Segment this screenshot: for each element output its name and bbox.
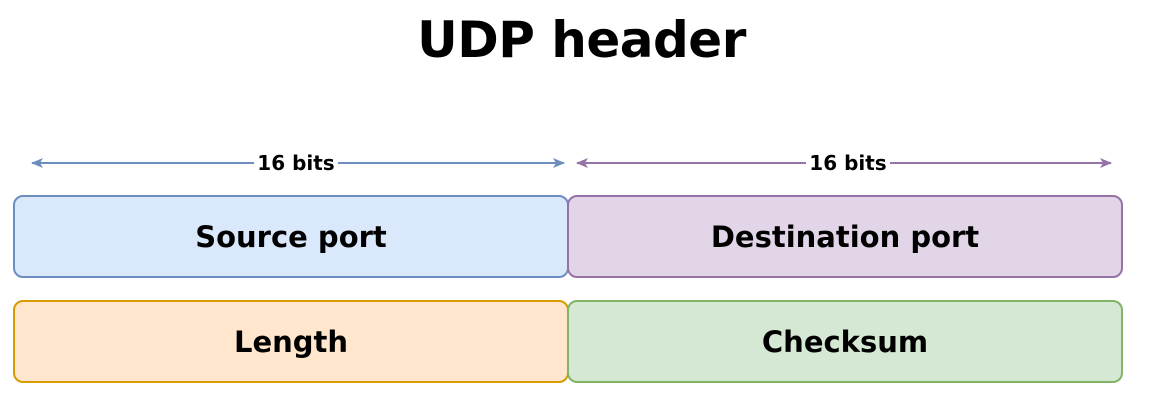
field-checksum: Checksum xyxy=(567,300,1123,383)
width-arrow-destination-port: 16 bits xyxy=(576,151,1112,175)
width-arrow-source-port: 16 bits xyxy=(31,151,565,175)
field-source-port: Source port xyxy=(13,195,569,278)
field-destination-port: Destination port xyxy=(567,195,1123,278)
field-label-checksum: Checksum xyxy=(761,324,929,359)
width-label-destination-port: 16 bits xyxy=(809,151,886,175)
field-label-destination-port: Destination port xyxy=(710,219,980,254)
width-label-source-port: 16 bits xyxy=(257,151,334,175)
field-label-source-port: Source port xyxy=(195,219,387,254)
field-length: Length xyxy=(13,300,569,383)
field-label-length: Length xyxy=(233,324,349,359)
diagram-title: UDP header xyxy=(417,11,746,69)
